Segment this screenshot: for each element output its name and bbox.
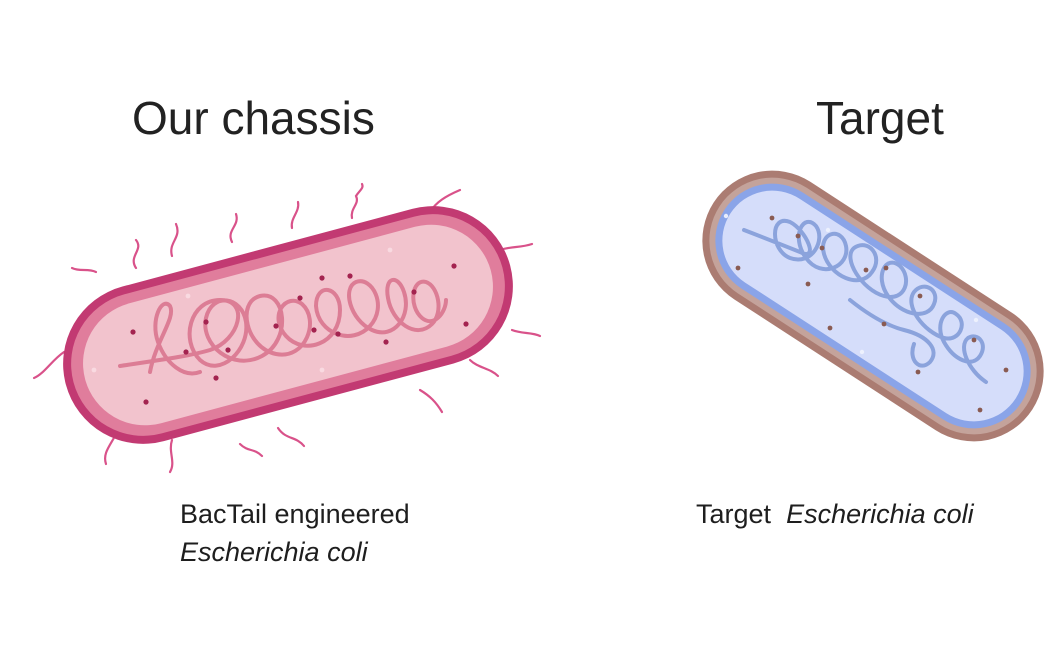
ribosomes: [130, 263, 469, 405]
cytoplasm: [722, 190, 1024, 422]
caption-line: BacTail engineered: [180, 499, 410, 529]
left-panel-caption: BacTail engineered Escherichia coli: [180, 495, 410, 571]
species-name: Escherichia coli: [786, 499, 974, 529]
cell-body: [63, 206, 513, 444]
dna-coil: [742, 218, 988, 384]
dna-coil: [118, 278, 448, 368]
left-panel-title: Our chassis: [132, 92, 375, 144]
right-panel-caption: Target Escherichia coli: [696, 495, 974, 533]
species-name: Escherichia coli: [180, 537, 368, 567]
right-panel-title: Target: [816, 92, 944, 144]
cytoplasm: [83, 224, 493, 426]
ribosomes: [735, 215, 1009, 413]
target-bacterium-illustration: [702, 170, 1044, 442]
cell-body: [702, 170, 1044, 442]
engineered-bacterium-illustration: [32, 182, 542, 474]
caption-prefix: Target: [696, 499, 772, 529]
